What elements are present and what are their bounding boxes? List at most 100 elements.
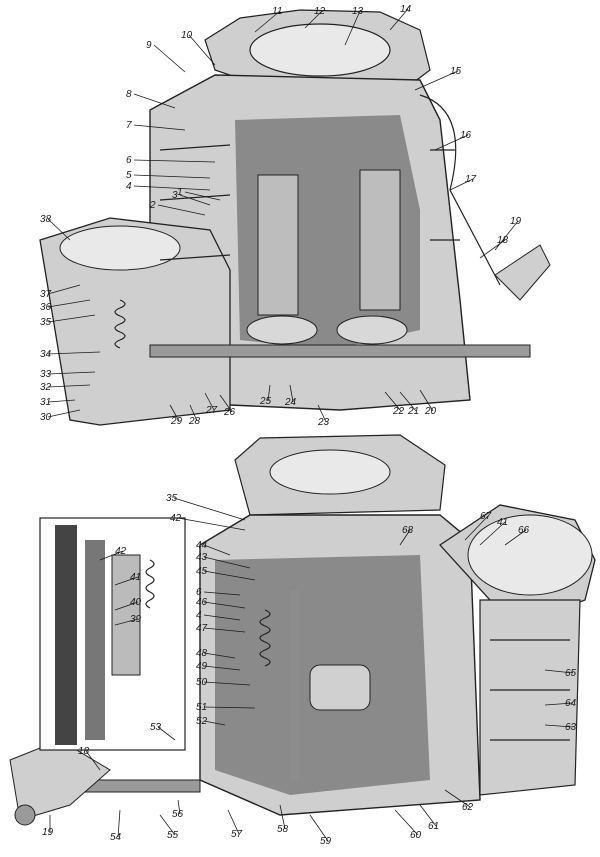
top-throttle-lever <box>494 244 551 301</box>
top-leader-line <box>179 194 211 206</box>
bottom-leader-line <box>203 720 226 726</box>
bottom-leader-line <box>203 627 246 633</box>
top-leader-line <box>219 394 233 413</box>
bottom-callout-label: 62 <box>462 802 474 813</box>
inset-left-wall <box>55 525 77 745</box>
inset-leader-line <box>114 576 139 586</box>
bottom-leader-line <box>203 652 236 659</box>
bottom-callout-label: 41 <box>497 517 508 528</box>
bottom-air-horn-opening <box>269 449 391 495</box>
bottom-callout-label: 49 <box>196 661 208 672</box>
bottom-shading <box>490 639 570 741</box>
bottom-callout-label: 4 <box>196 610 202 621</box>
top-callout-label: 35 <box>40 317 52 328</box>
top-callout-label: 28 <box>188 416 201 427</box>
top-callout-label: 1 <box>177 187 183 198</box>
bottom-callout-label: 53 <box>150 722 162 733</box>
bottom-leader-line <box>203 614 241 621</box>
bottom-callout-label: 52 <box>196 716 208 727</box>
bottom-callout-label: 67 <box>480 511 492 522</box>
top-leader-line <box>384 391 402 412</box>
bottom-callout-label: 60 <box>410 830 422 841</box>
top-leader-line <box>254 10 281 33</box>
bottom-callout-label: 65 <box>565 668 577 679</box>
bottom-leader-line <box>203 681 251 686</box>
top-callout-label: 24 <box>284 397 297 408</box>
top-float-chamber-cover <box>59 225 181 271</box>
bottom-pump-spring <box>259 609 271 667</box>
bottom-callout-label: 51 <box>196 702 207 713</box>
top-callout-label: 14 <box>400 4 412 15</box>
bottom-leader-line <box>504 529 527 546</box>
bottom-callout-label: 61 <box>428 821 439 832</box>
top-air-horn-opening <box>249 23 391 77</box>
top-callout-label: 29 <box>170 416 183 427</box>
bottom-lower-housing <box>479 599 581 796</box>
top-leader-line <box>153 44 186 73</box>
top-callout-label: 33 <box>40 369 52 380</box>
bottom-leader-line <box>157 726 176 741</box>
bottom-leader-line <box>399 529 411 546</box>
bottom-callout-label: 48 <box>196 648 208 659</box>
top-leader-line <box>169 404 180 422</box>
top-throttle-right <box>336 315 408 345</box>
inset-piston <box>111 554 141 676</box>
top-callout-label: 21 <box>407 406 419 417</box>
bottom-diaphragm-cover <box>467 514 593 596</box>
top-leader-line <box>494 220 519 251</box>
bottom-leader-line <box>203 665 241 671</box>
bottom-callout-label: 42 <box>170 513 182 524</box>
top-callout-label: 36 <box>40 302 52 313</box>
top-callout-label: 13 <box>352 6 364 17</box>
bottom-leader-line <box>464 515 489 541</box>
bottom-leader-line <box>203 544 231 556</box>
bottom-lever-nut <box>14 804 36 826</box>
top-callout-label: 15 <box>450 66 462 77</box>
top-leader-line <box>184 191 221 201</box>
top-leader-line <box>399 391 417 412</box>
bottom-callout-label: 59 <box>320 836 332 847</box>
top-callout-label: 23 <box>317 417 330 428</box>
top-callout-label: 27 <box>205 405 218 416</box>
top-leader-line <box>133 185 211 191</box>
top-callout-label: 25 <box>259 396 272 407</box>
bottom-leader-line <box>544 724 574 728</box>
bottom-leader-line <box>203 570 256 581</box>
top-leader-line <box>317 404 327 423</box>
top-leader-line <box>449 178 474 191</box>
top-carburetor-view <box>39 9 551 426</box>
top-leader-line <box>189 404 198 422</box>
bottom-leader-line <box>117 809 121 838</box>
bottom-callout-label: 35 <box>166 493 178 504</box>
top-leader-line <box>133 174 211 179</box>
top-venturi-left <box>257 174 299 316</box>
top-leader-line <box>47 409 81 418</box>
top-callout-label: 9 <box>146 40 152 51</box>
bottom-leader-line <box>173 497 246 521</box>
inset-leader-line <box>114 601 139 611</box>
bottom-leader-line <box>444 789 471 808</box>
bottom-leader-line <box>227 809 240 835</box>
top-callout-label: 17 <box>465 174 477 185</box>
top-float-chamber <box>39 217 231 426</box>
top-leader-line <box>267 384 271 402</box>
top-leader-line <box>47 314 96 323</box>
bottom-leader-line <box>203 591 241 596</box>
top-leader-line <box>389 8 409 31</box>
bottom-callout-label: 63 <box>565 722 577 733</box>
bottom-callout-label: 54 <box>110 832 122 843</box>
top-venturi-right <box>359 169 401 311</box>
top-shading <box>159 144 460 261</box>
bottom-leader-line <box>419 804 437 827</box>
top-leader-line <box>157 204 206 216</box>
bottom-callout-label: 6 <box>196 587 202 598</box>
inset-callout-label: 42 <box>115 546 127 557</box>
bottom-callout-label: 66 <box>518 525 530 536</box>
top-callout-label: 32 <box>40 382 52 393</box>
bottom-leader-line <box>479 521 506 546</box>
top-leader-line <box>434 134 469 151</box>
